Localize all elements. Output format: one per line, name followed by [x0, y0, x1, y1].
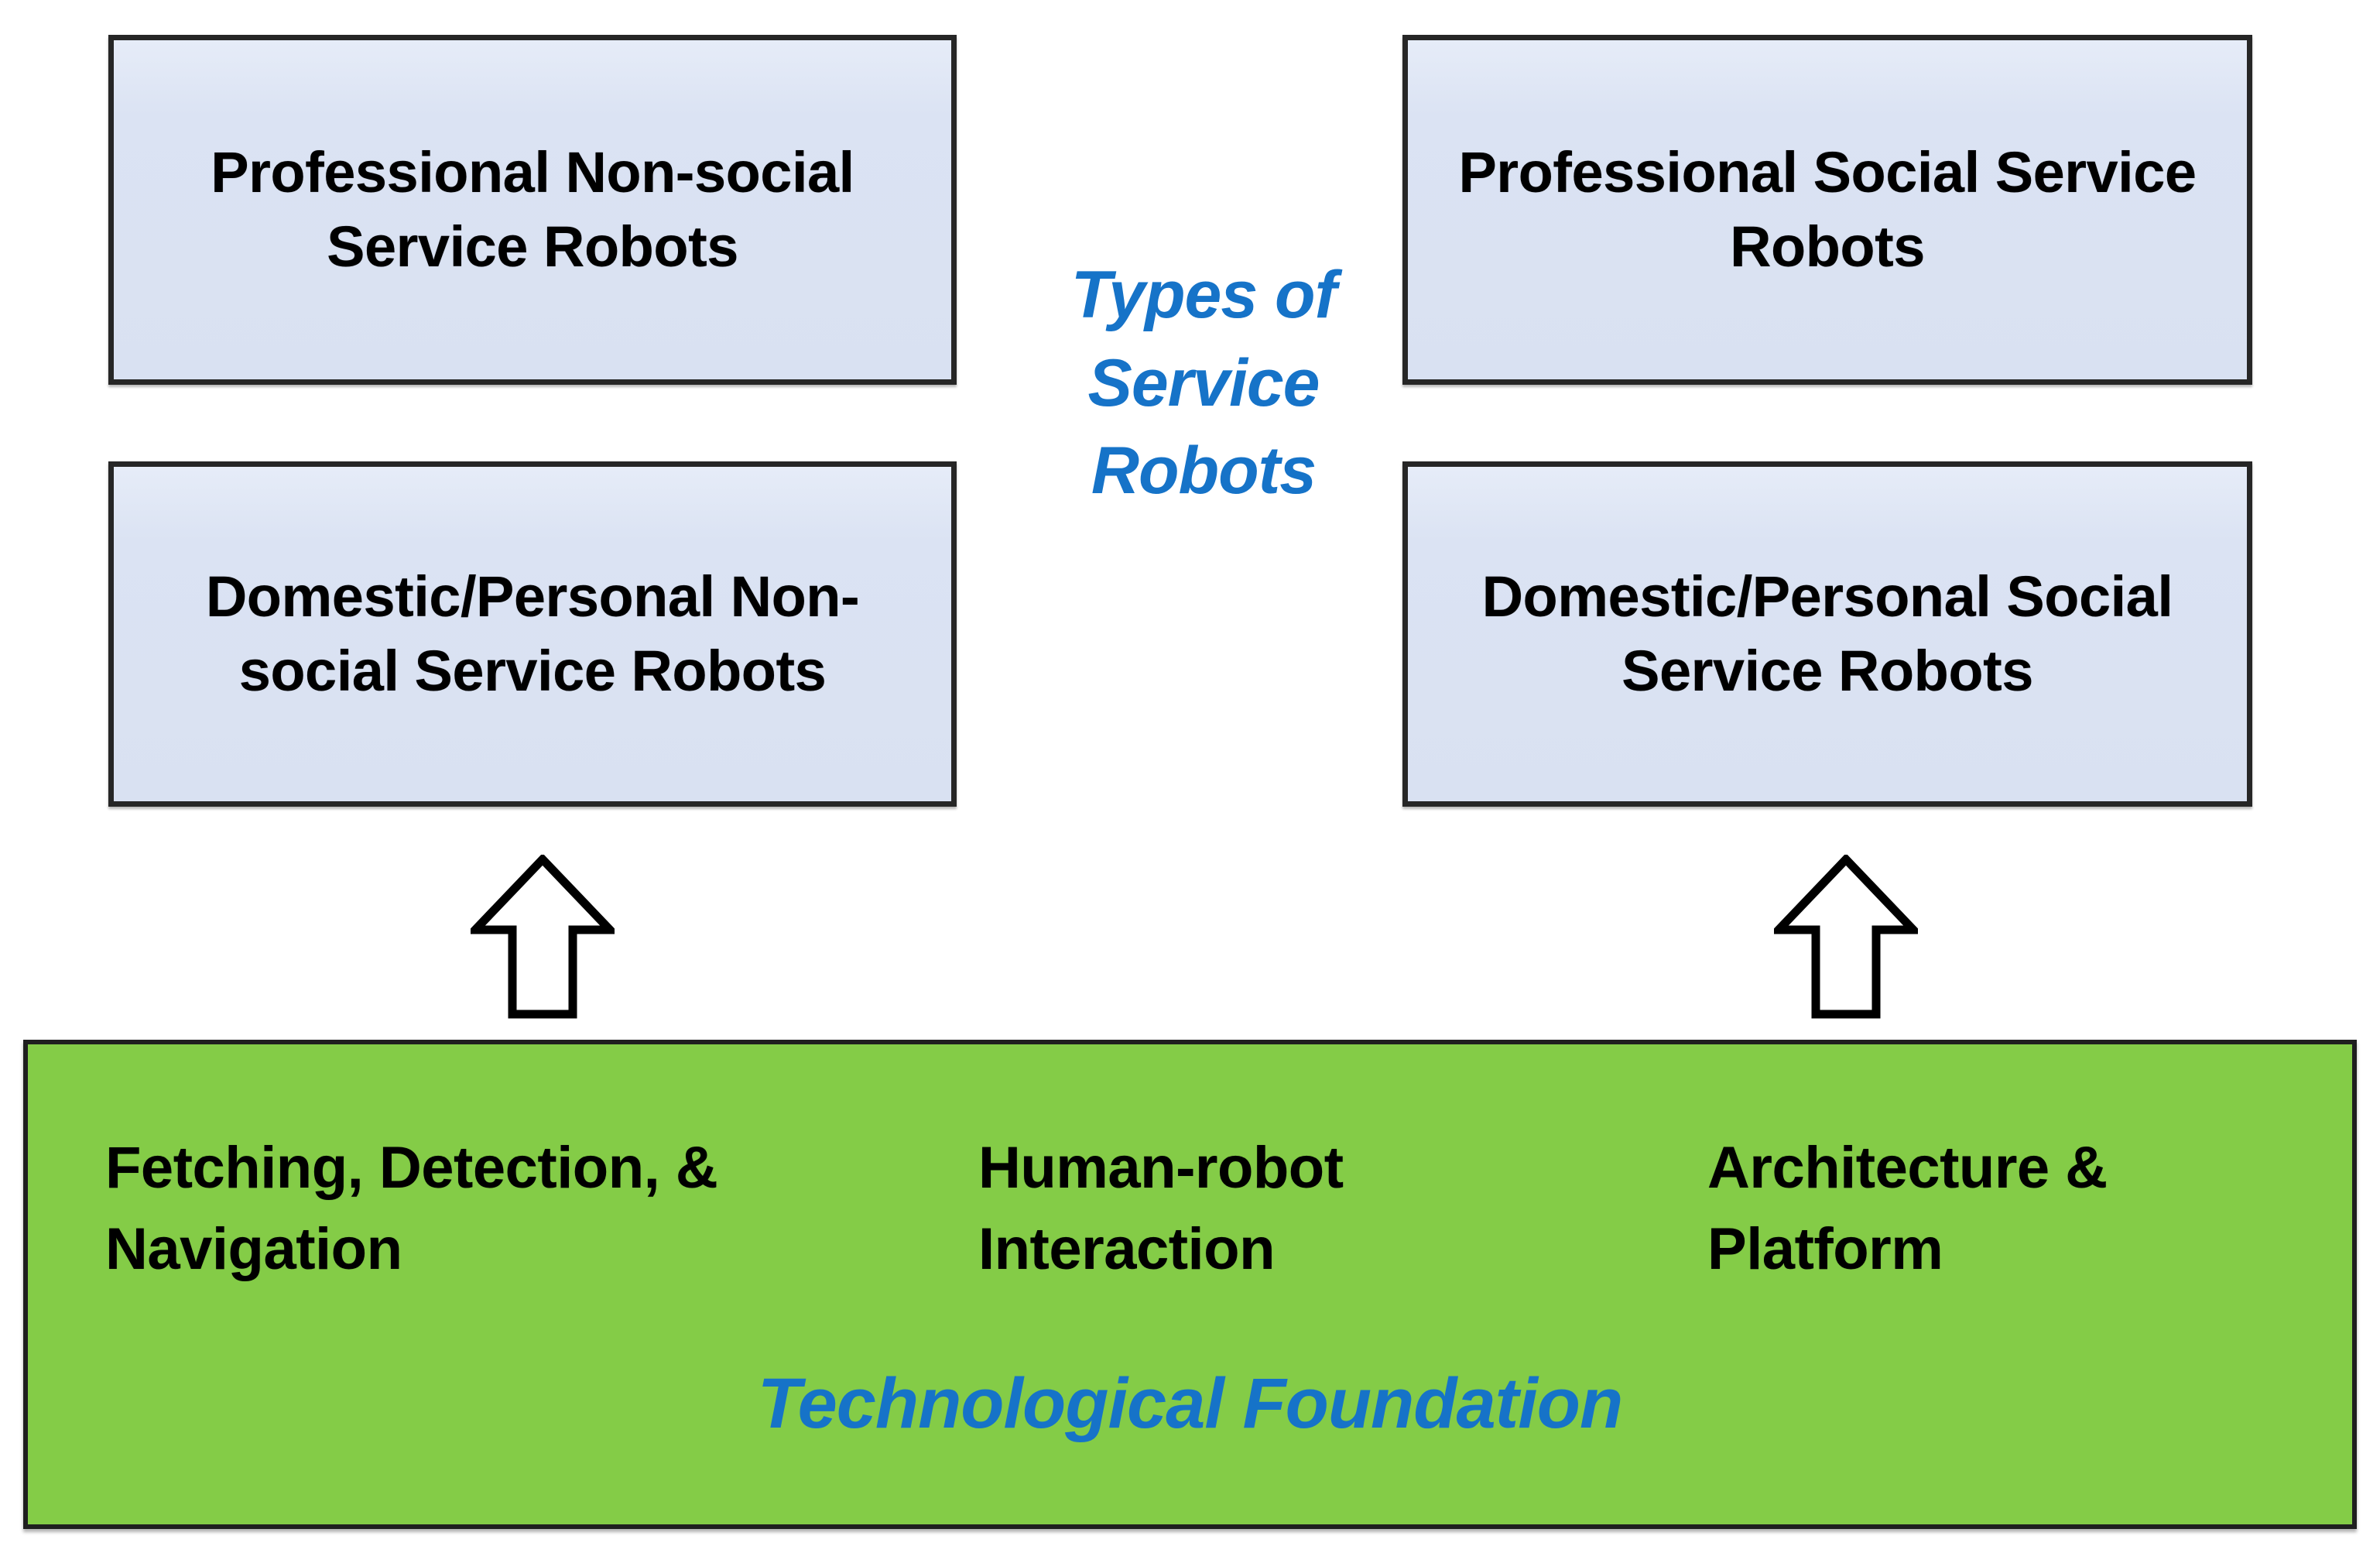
up-arrow-shape — [471, 855, 615, 1019]
category-label-domestic-personal-social: Domestic/Personal Social Service Robots — [1481, 564, 2173, 703]
up-arrow-icon-left — [471, 855, 615, 1019]
foundation-pillar-architecture-platform: Architecture & Platform — [1707, 1135, 2108, 1282]
category-box-domestic-personal-non-social[interactable]: Domestic/Personal Non-social Service Rob… — [108, 461, 957, 807]
up-arrow-icon-right — [1774, 855, 1918, 1019]
category-box-professional-social[interactable]: Professional Social Service Robots — [1402, 35, 2252, 385]
foundation-pillar-human-robot-interaction: Human-robot Interaction — [978, 1135, 1344, 1282]
category-label-professional-non-social: Professional Non-social Service Robots — [211, 139, 854, 279]
technological-foundation-panel[interactable]: Fetching, Detection, & Navigation Human-… — [23, 1040, 2357, 1529]
category-label-domestic-personal-non-social: Domestic/Personal Non-social Service Rob… — [205, 564, 860, 703]
category-label-professional-social: Professional Social Service Robots — [1458, 139, 2197, 279]
diagram-title: Types of Service Robots — [1070, 258, 1337, 509]
up-arrow-shape — [1774, 855, 1918, 1019]
foundation-caption: Technological Foundation — [757, 1364, 1623, 1443]
category-box-domestic-personal-social[interactable]: Domestic/Personal Social Service Robots — [1402, 461, 2252, 807]
category-box-professional-non-social[interactable]: Professional Non-social Service Robots — [108, 35, 957, 385]
foundation-pillar-fetching-detection-navigation: Fetching, Detection, & Navigation — [105, 1135, 718, 1282]
